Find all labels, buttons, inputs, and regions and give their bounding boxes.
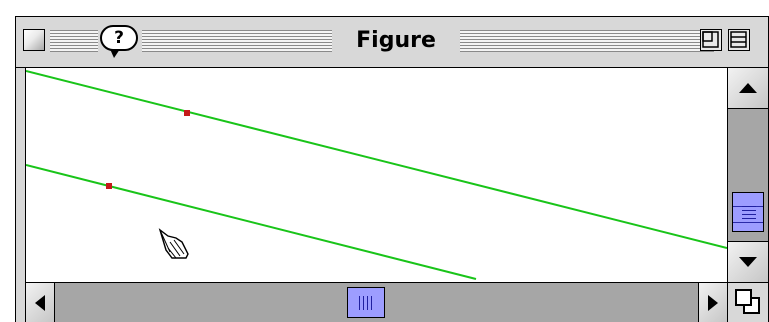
title-bar[interactable]: ? Figure (16, 17, 768, 68)
scroll-left-button[interactable] (26, 283, 54, 322)
point-lower (106, 183, 112, 189)
point-upper (184, 110, 190, 116)
scroll-up-button[interactable] (728, 68, 768, 108)
arrow-up-icon (739, 83, 757, 93)
zoom-box-icon[interactable] (700, 29, 722, 51)
line-lower (26, 164, 477, 280)
grow-box-square-front (735, 289, 752, 306)
line-upper (26, 70, 727, 249)
window-title: Figure (332, 25, 460, 57)
scroll-right-button[interactable] (699, 283, 727, 322)
pencil-cursor-icon (158, 228, 189, 259)
help-balloon-tail (110, 49, 120, 58)
grow-box-icon[interactable] (727, 282, 768, 322)
figure-canvas[interactable] (26, 68, 727, 282)
help-balloon-label: ? (100, 25, 138, 51)
window-left-frame (16, 68, 26, 322)
horizontal-scrollbar[interactable] (26, 282, 727, 322)
figure-window: ? Figure (15, 16, 769, 322)
arrow-down-icon (739, 257, 757, 267)
vertical-scroll-thumb[interactable] (732, 192, 764, 232)
horizontal-scroll-thumb[interactable] (347, 287, 385, 318)
collapse-box-icon[interactable] (728, 29, 750, 51)
vertical-scrollbar[interactable] (727, 68, 768, 282)
vertical-scroll-track[interactable] (728, 108, 768, 242)
arrow-left-icon (35, 294, 45, 311)
scroll-down-button[interactable] (728, 242, 768, 282)
close-box-icon[interactable] (23, 29, 45, 51)
horizontal-scroll-track[interactable] (54, 283, 699, 322)
help-balloon-icon[interactable]: ? (98, 23, 142, 61)
arrow-right-icon (708, 294, 718, 311)
